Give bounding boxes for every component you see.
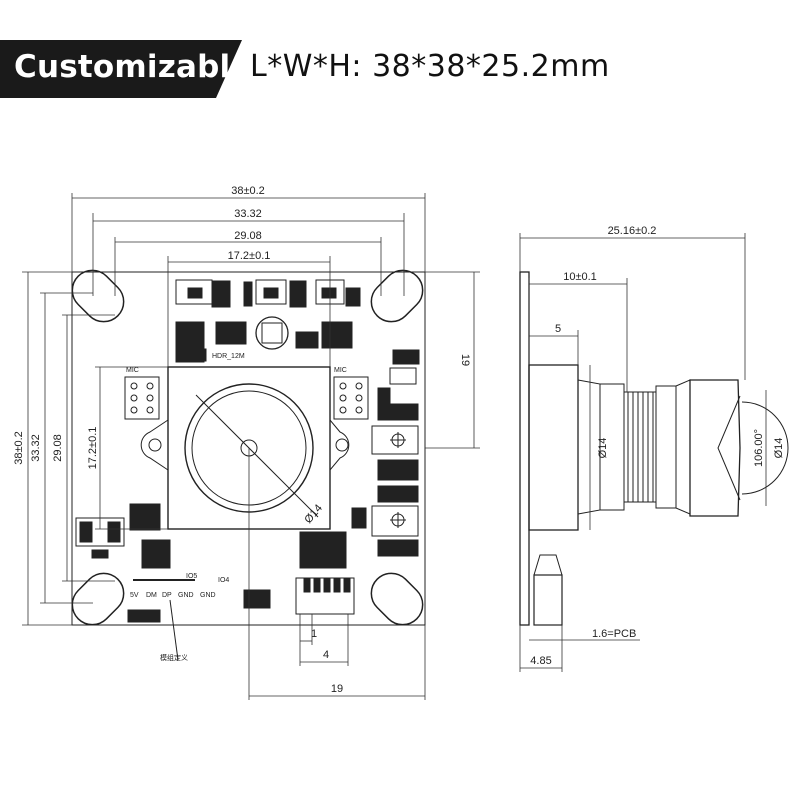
ic-top-4 xyxy=(255,279,287,305)
dim-connector-depth: 4.85 xyxy=(530,655,551,667)
dim-height-inner: 29.08 xyxy=(52,434,64,462)
dim-hole-span-inner: 29.08 xyxy=(234,230,262,242)
dim-lens-diameter: Ø14 xyxy=(302,502,325,526)
comp-top-7 xyxy=(345,287,361,307)
mount-ear-left xyxy=(140,419,169,471)
mount-ear-right-hole xyxy=(335,438,349,452)
cap-lower-mid xyxy=(141,539,171,569)
potentiometer-1 xyxy=(371,425,419,455)
side-lens-holder xyxy=(528,364,579,531)
header-dimensions: L*W*H: 38*38*25.2mm xyxy=(250,49,610,84)
comp-top-5 xyxy=(289,280,307,308)
label-mic-right: MIC xyxy=(334,367,347,374)
dim-bottom-offset: 19 xyxy=(331,683,343,695)
dim-sensor-height: 17.2±0.1 xyxy=(87,427,99,470)
mounting-hole-top-right xyxy=(370,269,424,323)
dim-holder-diameter: Ø14 xyxy=(597,438,609,459)
dim-right-offset: 19 xyxy=(459,354,471,366)
side-connector xyxy=(533,574,563,626)
comp-top-2 xyxy=(211,280,231,308)
dim-holder-depth: 10±0.1 xyxy=(563,271,597,283)
mounting-hole-bottom-right xyxy=(370,572,424,626)
dim-height-total: 38±0.2 xyxy=(13,431,25,465)
front-view-dimension-text: 38±0.2 33.32 29.08 17.2±0.1 38±0.2 33.32… xyxy=(13,185,471,695)
dim-fov: 106.00° xyxy=(753,429,765,467)
side-view-dimension-text: 25.16±0.2 10±0.1 5 Ø14 Ø14 106.00° 1.6=P… xyxy=(530,225,785,667)
header-badge-bg xyxy=(0,40,242,98)
front-view-dimensions xyxy=(22,193,480,700)
cap-right-1 xyxy=(392,349,420,365)
silkscreen-labels: HDR_12M MIC MIC IO5 IO4 5V DM DP GND GND… xyxy=(126,353,347,662)
side-view xyxy=(519,271,789,626)
pcb-outline xyxy=(71,271,426,626)
side-pcb xyxy=(519,271,530,626)
side-lens-thread xyxy=(623,391,657,503)
header-badge-shape xyxy=(0,40,242,98)
cap-small-left xyxy=(181,348,207,362)
dim-hole-span-outer: 33.32 xyxy=(234,208,262,220)
label-io5: IO5 xyxy=(186,573,197,580)
cap-bank-far-right xyxy=(321,321,353,349)
resistor-array-4 xyxy=(377,539,419,557)
cap-lower-left xyxy=(129,503,161,531)
label-hdr: HDR_12M xyxy=(212,353,245,360)
dim-step: 5 xyxy=(555,323,561,335)
mounting-hole-bottom-left xyxy=(71,572,125,626)
inductor xyxy=(255,316,289,350)
cap-bank-mid xyxy=(215,321,247,345)
dim-lens-diameter-side: Ø14 xyxy=(773,438,785,459)
header-badge: Customizable xyxy=(0,40,251,98)
cap-lower-right xyxy=(299,531,347,569)
lens-diameter-leader xyxy=(195,394,319,518)
label-pin-gnd: GND xyxy=(178,592,194,599)
side-fov-cone xyxy=(717,395,741,501)
dim-total-depth: 25.16±0.2 xyxy=(608,225,657,237)
label-io4: IO4 xyxy=(218,577,229,584)
cap-right-2 xyxy=(389,367,417,385)
mounting-hole-top-left xyxy=(71,269,125,323)
comp-top-3 xyxy=(243,281,253,307)
side-fov-arc xyxy=(741,401,789,495)
label-pin-dm: DM xyxy=(146,592,157,599)
resistor-array-3 xyxy=(377,485,419,503)
label-gnd2: GND xyxy=(200,592,216,599)
dim-connector-pitch: 1 xyxy=(311,628,317,640)
resistor-array-2 xyxy=(377,459,419,481)
side-lens-front xyxy=(689,379,741,517)
label-pin-dp: DP xyxy=(162,592,172,599)
cap-io4 xyxy=(243,589,271,609)
resistor-array-1 xyxy=(377,403,419,421)
front-view xyxy=(71,269,426,661)
label-note: 模组定义 xyxy=(160,653,188,662)
label-pin-5v: 5V xyxy=(130,592,139,599)
dim-width-total: 38±0.2 xyxy=(231,185,265,197)
pad-bottom xyxy=(127,609,161,623)
dim-connector-width: 4 xyxy=(323,649,329,661)
dim-height-outer: 33.32 xyxy=(30,434,42,462)
mount-ear-right xyxy=(329,418,350,472)
mic-pad-left xyxy=(124,376,160,420)
cap-bank-right xyxy=(295,331,319,349)
dim-sensor-width: 17.2±0.1 xyxy=(228,250,271,262)
potentiometer-2 xyxy=(371,505,419,537)
dim-pcb-thickness: 1.6=PCB xyxy=(592,628,636,640)
mount-ear-left-hole xyxy=(148,438,162,452)
header-badge-label: Customizable xyxy=(14,49,252,85)
side-view-dimensions xyxy=(519,233,767,672)
mic-pad-right xyxy=(333,376,369,420)
label-mic-left: MIC xyxy=(126,367,139,374)
